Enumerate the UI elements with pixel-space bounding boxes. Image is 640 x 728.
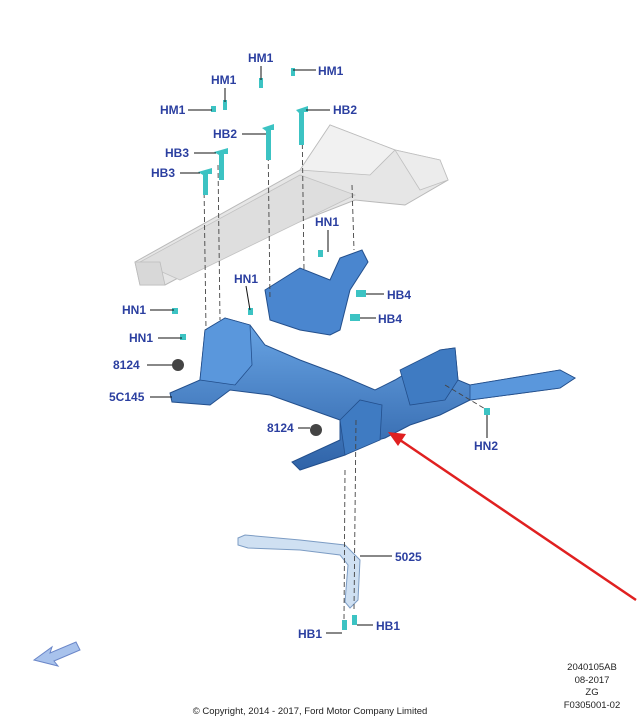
label-hb1-b: HB1 [376, 619, 400, 633]
label-hb3-a: HB3 [165, 146, 189, 160]
label-hn1-a: HN1 [315, 215, 339, 229]
label-hb4-a: HB4 [387, 288, 411, 302]
label-hb2-b: HB2 [213, 127, 237, 141]
label-5025: 5025 [395, 550, 422, 564]
ref-line: F0305001-02 [563, 699, 621, 711]
fasteners [172, 68, 490, 630]
lower-bracket-5025 [237, 534, 361, 609]
label-8124-a: 8124 [113, 358, 140, 372]
label-hn1-c: HN1 [122, 303, 146, 317]
part-labels: HM1 HM1 HM1 HM1 HB2 HB2 HB3 HB3 HN1 HN1 … [109, 51, 498, 641]
label-hn2: HN2 [474, 439, 498, 453]
label-hm1-b: HM1 [318, 64, 344, 78]
label-hn1-d: HN1 [129, 331, 153, 345]
label-hb3-b: HB3 [151, 166, 175, 180]
label-8124-b: 8124 [267, 421, 294, 435]
copyright-text: © Copyright, 2014 - 2017, Ford Motor Com… [192, 706, 428, 717]
reference-block: 2040105AB 08-2017 ZG F0305001-02 [552, 662, 632, 712]
label-hb1-a: HB1 [298, 627, 322, 641]
label-hm1-d: HM1 [160, 103, 186, 117]
label-hb4-b: HB4 [378, 312, 402, 326]
label-hn1-b: HN1 [234, 272, 258, 286]
ref-line: ZG [585, 687, 599, 698]
ref-line: 08-2017 [574, 674, 610, 686]
label-5c145: 5C145 [109, 390, 145, 404]
leader-lines [147, 66, 488, 634]
label-hb2-a: HB2 [333, 103, 357, 117]
ref-line: 2040105AB [567, 662, 617, 673]
label-hm1-a: HM1 [248, 51, 274, 65]
back-arrow-icon[interactable] [32, 641, 81, 667]
front-subframe [169, 249, 576, 471]
callout-arrow [388, 432, 637, 602]
label-hm1-c: HM1 [211, 73, 237, 87]
body-structure [134, 124, 449, 286]
